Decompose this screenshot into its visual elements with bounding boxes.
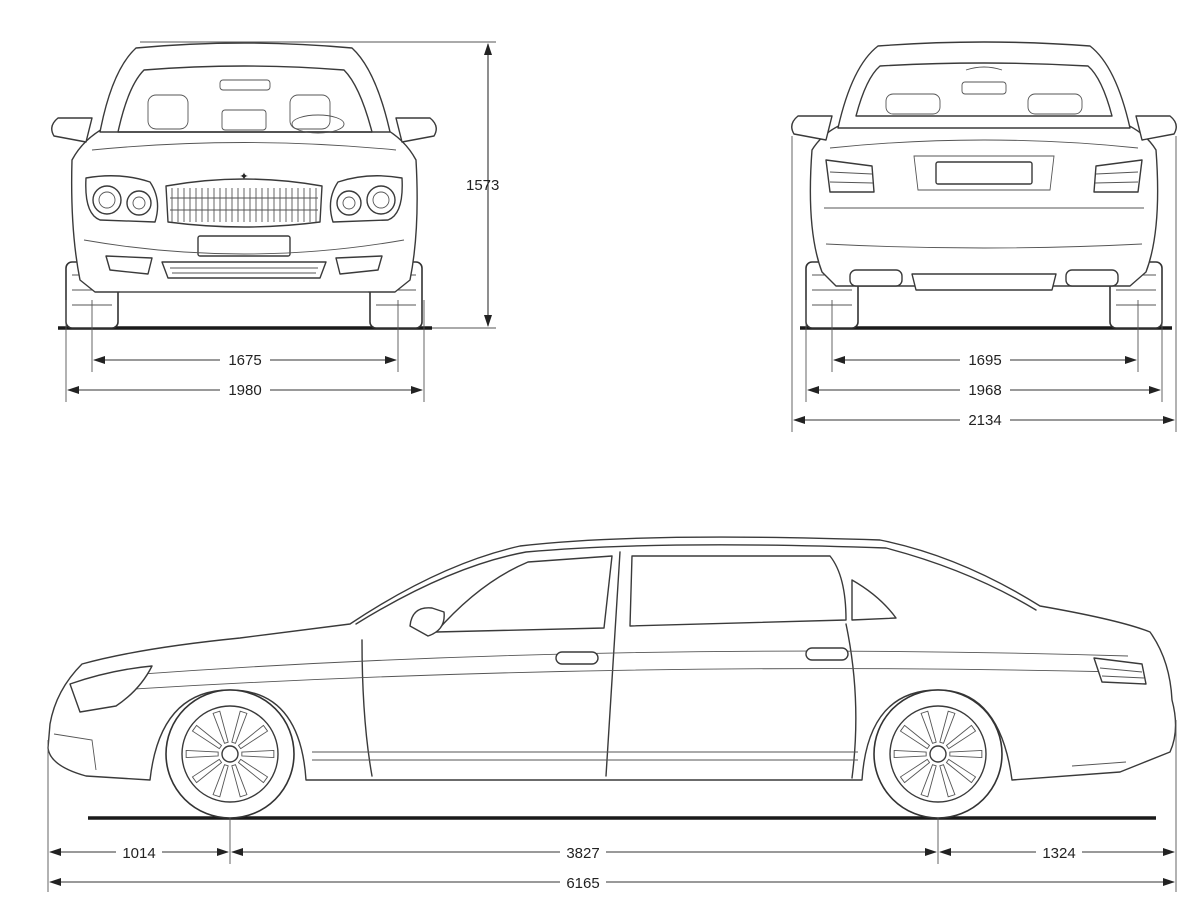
side-rear-door-handle — [805, 647, 849, 661]
rear-license-plate — [935, 161, 1033, 185]
wheelbase-label: 3827 — [566, 845, 599, 862]
rear-width-dimensions: 1695 1968 2134 — [791, 136, 1177, 432]
front-right-mirror — [395, 117, 437, 143]
wheel-spoke — [191, 758, 223, 784]
wheel-spoke — [945, 758, 977, 784]
rear-overhang-label: 1324 — [1042, 845, 1075, 862]
side-shoulder-line — [117, 668, 1121, 691]
front-windshield — [117, 65, 373, 133]
rear-roof — [837, 41, 1131, 129]
overall-length-label: 6165 — [566, 875, 599, 892]
front-left-mirror — [51, 117, 93, 143]
wheel-spoke — [237, 758, 269, 784]
front-height-dimension: 1573 — [140, 41, 499, 329]
front-roof — [99, 42, 391, 133]
front-width-dimensions: 1675 1980 — [65, 300, 425, 402]
front-bumper-line — [83, 239, 405, 255]
side-front-bumper-line — [53, 733, 97, 771]
wheel-spoke — [241, 750, 275, 758]
front-height-label: 1573 — [466, 177, 499, 194]
side-mirror — [409, 607, 445, 637]
front-emblem-icon: ✦ — [239, 171, 248, 183]
wheel-spoke — [899, 758, 931, 784]
front-view: ✦ — [51, 42, 437, 330]
wheel-spoke — [920, 710, 937, 744]
side-front-wheel — [165, 689, 295, 819]
rear-bumper-line — [825, 243, 1143, 249]
side-roofline — [355, 544, 1037, 625]
rear-exhausts — [849, 269, 1119, 291]
side-headlight — [69, 665, 153, 713]
rear-body-outline — [809, 115, 1159, 287]
front-overhang-label: 1014 — [122, 845, 155, 862]
rear-window — [855, 62, 1113, 117]
wheel-spoke — [237, 724, 269, 750]
wheel-spoke — [212, 710, 229, 744]
wheel-spoke — [893, 750, 927, 758]
rear-plate-recess — [913, 155, 1055, 191]
side-exhaust — [1071, 761, 1127, 767]
side-taillight-lines — [1099, 667, 1145, 679]
rear-mirror-width-label: 2134 — [968, 412, 1001, 429]
wheel-spoke — [949, 750, 983, 758]
side-door-gap-a — [361, 639, 373, 777]
wheel-spoke — [212, 764, 229, 798]
side-body-outline — [47, 536, 1177, 781]
front-grille: ✦ — [165, 171, 323, 228]
rear-width-label: 1968 — [968, 382, 1001, 399]
rear-right-mirror — [1135, 115, 1177, 141]
wheel-spoke — [945, 724, 977, 750]
rear-deck-line — [829, 139, 1139, 149]
rear-left-mirror — [791, 115, 833, 141]
side-beltline — [113, 650, 1129, 677]
wheel-spoke — [185, 750, 219, 758]
rear-taillights — [825, 159, 1143, 193]
rear-track-label: 1695 — [968, 352, 1001, 369]
side-rear-wheel — [873, 689, 1003, 819]
rear-interior — [885, 66, 1083, 115]
wheel-spoke — [920, 764, 937, 798]
rear-view — [791, 41, 1177, 330]
side-view — [47, 536, 1177, 820]
wheel-spoke — [231, 764, 248, 798]
wheel-spoke — [191, 724, 223, 750]
side-length-dimensions: 1014 3827 1324 6165 — [47, 720, 1177, 892]
front-hood-line — [91, 142, 397, 151]
front-width-label: 1980 — [228, 382, 261, 399]
wheel-spoke — [899, 724, 931, 750]
front-headlights — [85, 175, 403, 223]
side-front-window — [435, 555, 613, 633]
wheel-spoke — [939, 764, 956, 798]
front-interior — [147, 79, 345, 134]
wheel-spoke — [231, 710, 248, 744]
side-front-door-handle — [555, 651, 599, 665]
side-rear-window — [629, 555, 847, 627]
front-track-label: 1675 — [228, 352, 261, 369]
wheel-spoke — [939, 710, 956, 744]
side-quarter-window — [851, 579, 897, 621]
front-license-plate — [197, 235, 291, 257]
front-fog-vents — [105, 255, 383, 279]
side-door-gap-front — [605, 551, 621, 777]
